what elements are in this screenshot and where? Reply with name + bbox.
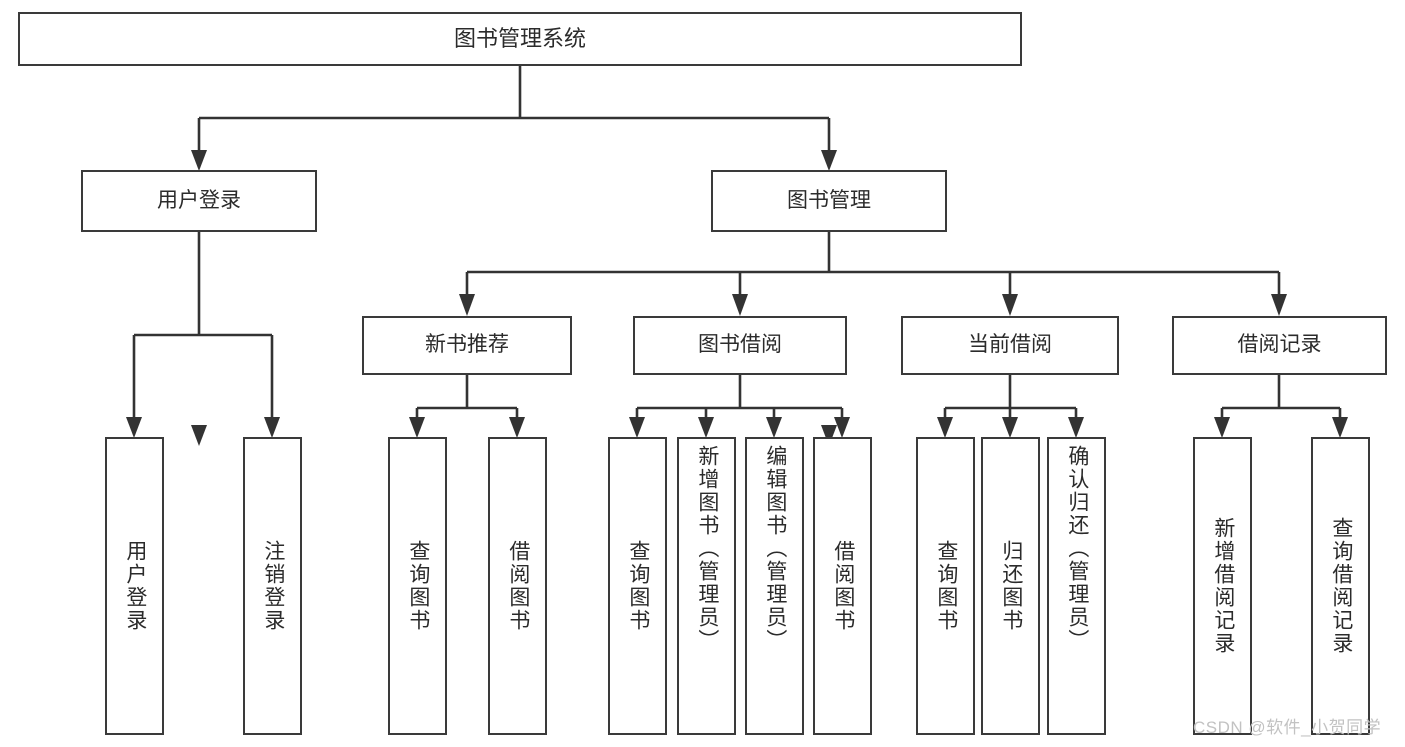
leaf-user-login[interactable]: 用户登录 bbox=[105, 437, 164, 735]
node-current-borrow[interactable]: 当前借阅 bbox=[901, 316, 1119, 375]
leaf-borrow-book-recommend[interactable]: 借阅图书 bbox=[488, 437, 547, 735]
node-label: 借阅记录 bbox=[1237, 333, 1322, 357]
node-label: 查询图书 bbox=[934, 540, 958, 632]
node-label: 借阅图书 bbox=[506, 540, 530, 632]
node-label: 查询图书 bbox=[406, 540, 430, 632]
node-book-management-system[interactable]: 图书管理系统 bbox=[18, 12, 1022, 66]
node-label: 新增借阅记录 bbox=[1211, 517, 1235, 655]
node-label: 确认归还（管理员） bbox=[1065, 445, 1089, 652]
leaf-borrow-book[interactable]: 借阅图书 bbox=[813, 437, 872, 735]
leaf-add-book-admin[interactable]: 新增图书（管理员） bbox=[677, 437, 736, 735]
node-label: 图书借阅 bbox=[698, 333, 782, 357]
leaf-query-book-borrow[interactable]: 查询图书 bbox=[608, 437, 667, 735]
node-label: 编辑图书（管理员） bbox=[763, 445, 787, 652]
node-label: 新书推荐 bbox=[425, 333, 509, 357]
node-label: 查询图书 bbox=[626, 540, 650, 632]
node-label: 归还图书 bbox=[999, 540, 1023, 632]
node-user-login[interactable]: 用户登录 bbox=[81, 170, 317, 232]
node-label: 当前借阅 bbox=[968, 333, 1052, 357]
node-new-book-recommend[interactable]: 新书推荐 bbox=[362, 316, 572, 375]
node-label: 查询借阅记录 bbox=[1329, 517, 1353, 655]
node-label: 图书管理 bbox=[787, 188, 871, 212]
node-label: 用户登录 bbox=[157, 188, 241, 212]
leaf-query-book-current[interactable]: 查询图书 bbox=[916, 437, 975, 735]
node-label: 借阅图书 bbox=[831, 540, 855, 632]
node-borrow-record[interactable]: 借阅记录 bbox=[1172, 316, 1387, 375]
node-label: 用户登录 bbox=[123, 540, 147, 632]
leaf-return-book[interactable]: 归还图书 bbox=[981, 437, 1040, 735]
leaf-query-borrow-record[interactable]: 查询借阅记录 bbox=[1311, 437, 1370, 735]
leaf-edit-book-admin[interactable]: 编辑图书（管理员） bbox=[745, 437, 804, 735]
node-label: 图书管理系统 bbox=[453, 26, 586, 52]
leaf-logout[interactable]: 注销登录 bbox=[243, 437, 302, 735]
node-book-management[interactable]: 图书管理 bbox=[711, 170, 947, 232]
leaf-add-borrow-record[interactable]: 新增借阅记录 bbox=[1193, 437, 1252, 735]
leaf-query-book-recommend[interactable]: 查询图书 bbox=[388, 437, 447, 735]
csdn-watermark: CSDN @软件_小贺同学 bbox=[1193, 718, 1382, 737]
node-book-borrow[interactable]: 图书借阅 bbox=[633, 316, 847, 375]
leaf-confirm-return-admin[interactable]: 确认归还（管理员） bbox=[1047, 437, 1106, 735]
node-label: 新增图书（管理员） bbox=[695, 445, 719, 652]
node-label: 注销登录 bbox=[261, 540, 285, 632]
